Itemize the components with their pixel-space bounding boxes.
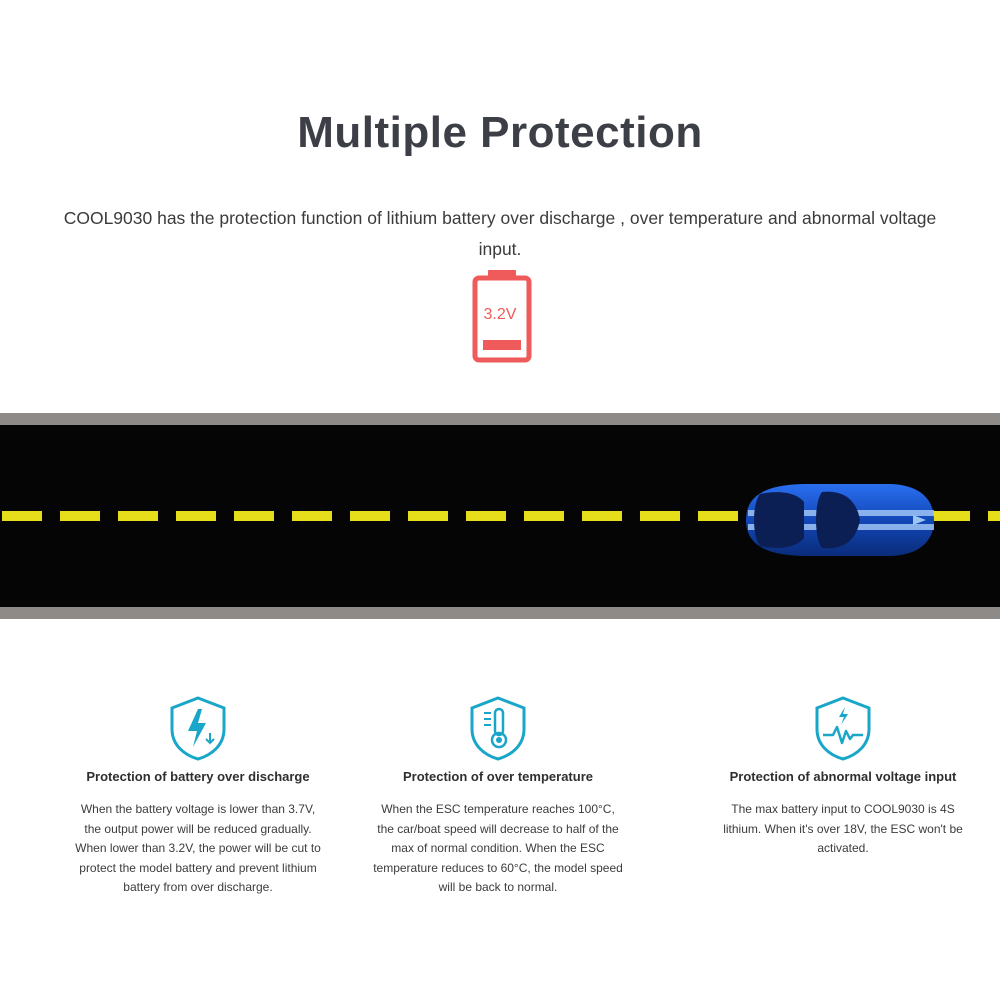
- lane-dash: [292, 511, 332, 521]
- road-banner: [0, 413, 1000, 619]
- lane-dash: [176, 511, 216, 521]
- lane-dash: [582, 511, 622, 521]
- lane-dash: [60, 511, 100, 521]
- lane-dash: [350, 511, 390, 521]
- blue-car-icon: [746, 484, 934, 556]
- feature-title: Protection of abnormal voltage input: [729, 769, 957, 784]
- lane-dash: [466, 511, 506, 521]
- feature-battery-over-discharge: Protection of battery over discharge Whe…: [48, 695, 348, 898]
- battery-voltage-label: 3.2V: [483, 306, 517, 323]
- page-subtitle: COOL9030 has the protection function of …: [63, 208, 937, 259]
- lane-dash: [234, 511, 274, 521]
- feature-description: The max battery input to COOL9030 is 4S …: [723, 802, 963, 855]
- feature-description: When the battery voltage is lower than 3…: [75, 802, 321, 894]
- feature-over-temperature: Protection of over temperature When the …: [348, 695, 648, 898]
- lane-dash: [930, 511, 970, 521]
- lane-dash: [640, 511, 680, 521]
- lane-dash: [698, 511, 738, 521]
- page-title: Multiple Protection: [297, 108, 703, 157]
- lane-dash: [2, 511, 42, 521]
- feature-abnormal-voltage-input: Protection of abnormal voltage input The…: [693, 695, 993, 859]
- feature-title: Protection of battery over discharge: [86, 769, 310, 784]
- lane-dash: [408, 511, 448, 521]
- feature-title: Protection of over temperature: [403, 769, 593, 784]
- shield-lightning-icon: [170, 696, 226, 761]
- shield-voltage-wave-icon: [815, 696, 871, 761]
- lane-dash: [988, 511, 1000, 521]
- road-surface: [0, 425, 1000, 607]
- feature-description: When the ESC temperature reaches 100°C, …: [373, 802, 623, 894]
- battery-low-icon: [472, 270, 532, 363]
- lane-dash: [524, 511, 564, 521]
- lane-dash: [118, 511, 158, 521]
- shield-thermometer-icon: [470, 696, 526, 761]
